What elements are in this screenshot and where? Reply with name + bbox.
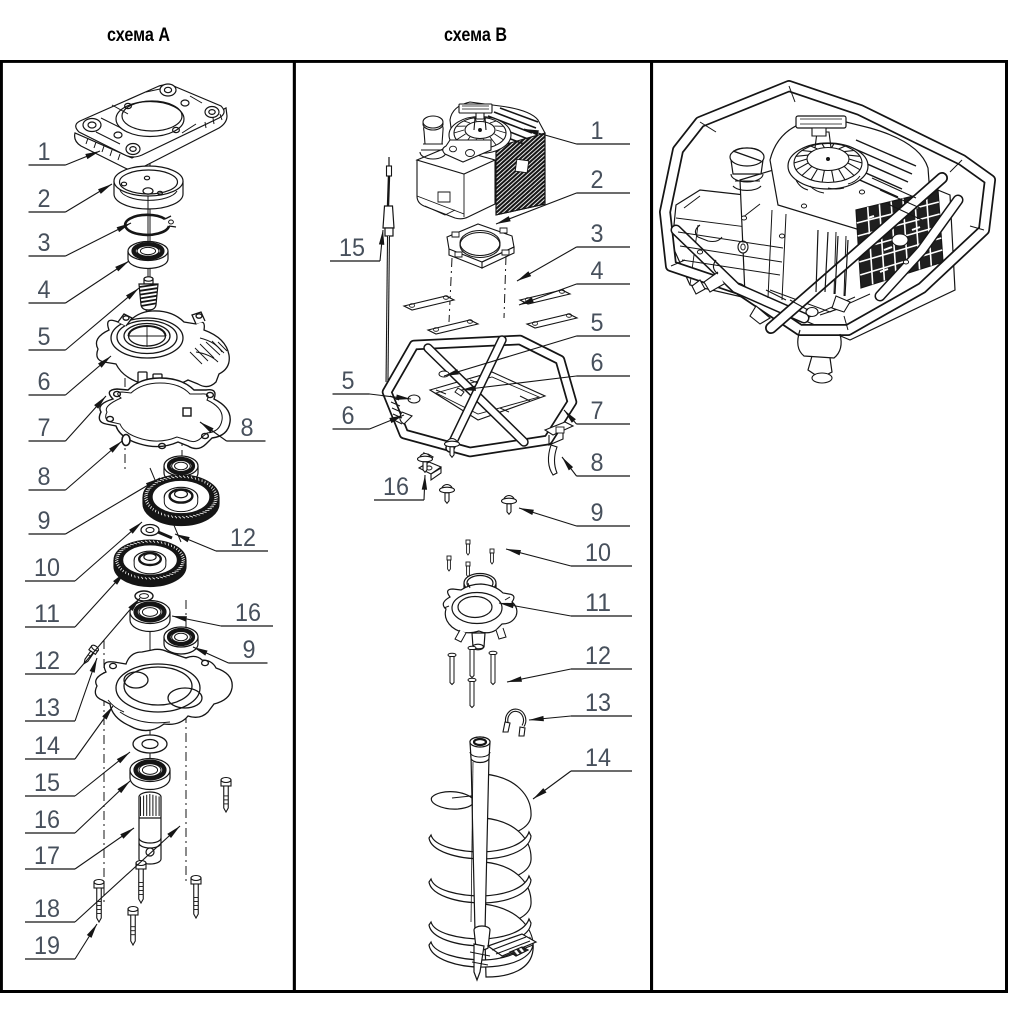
svg-text:16: 16 bbox=[34, 806, 60, 834]
svg-text:10: 10 bbox=[585, 539, 611, 567]
svg-text:16: 16 bbox=[383, 473, 409, 501]
svg-text:11: 11 bbox=[34, 600, 60, 628]
svg-text:1: 1 bbox=[591, 117, 604, 145]
svg-text:3: 3 bbox=[38, 229, 51, 257]
svg-text:17: 17 bbox=[34, 842, 60, 870]
svg-text:8: 8 bbox=[241, 414, 254, 442]
svg-text:2: 2 bbox=[38, 185, 51, 213]
svg-text:3: 3 bbox=[591, 220, 604, 248]
svg-text:8: 8 bbox=[591, 449, 604, 477]
svg-text:14: 14 bbox=[585, 744, 611, 772]
svg-text:18: 18 bbox=[34, 895, 60, 923]
svg-text:11: 11 bbox=[585, 589, 611, 617]
svg-text:15: 15 bbox=[339, 234, 365, 262]
svg-text:схема A: схема A bbox=[107, 25, 170, 46]
svg-text:4: 4 bbox=[591, 257, 604, 285]
svg-text:5: 5 bbox=[342, 367, 355, 395]
svg-text:1: 1 bbox=[38, 138, 51, 166]
svg-text:6: 6 bbox=[342, 402, 355, 430]
svg-text:2: 2 bbox=[591, 166, 604, 194]
svg-text:схема B: схема B bbox=[444, 25, 507, 46]
svg-text:7: 7 bbox=[591, 397, 604, 425]
svg-text:8: 8 bbox=[38, 463, 51, 491]
svg-text:12: 12 bbox=[230, 524, 256, 552]
svg-text:10: 10 bbox=[34, 554, 60, 582]
svg-text:14: 14 bbox=[34, 732, 60, 760]
svg-text:5: 5 bbox=[591, 309, 604, 337]
svg-text:4: 4 bbox=[38, 276, 51, 304]
svg-text:6: 6 bbox=[591, 349, 604, 377]
svg-text:9: 9 bbox=[243, 636, 256, 664]
svg-text:16: 16 bbox=[235, 599, 261, 627]
svg-text:5: 5 bbox=[38, 323, 51, 351]
svg-text:7: 7 bbox=[38, 414, 51, 442]
svg-text:9: 9 bbox=[38, 507, 51, 535]
svg-text:19: 19 bbox=[34, 932, 60, 960]
svg-text:13: 13 bbox=[585, 689, 611, 717]
svg-text:15: 15 bbox=[34, 769, 60, 797]
svg-text:12: 12 bbox=[34, 647, 60, 675]
svg-text:6: 6 bbox=[38, 368, 51, 396]
svg-text:12: 12 bbox=[585, 642, 611, 670]
svg-text:13: 13 bbox=[34, 694, 60, 722]
svg-text:9: 9 bbox=[591, 499, 604, 527]
